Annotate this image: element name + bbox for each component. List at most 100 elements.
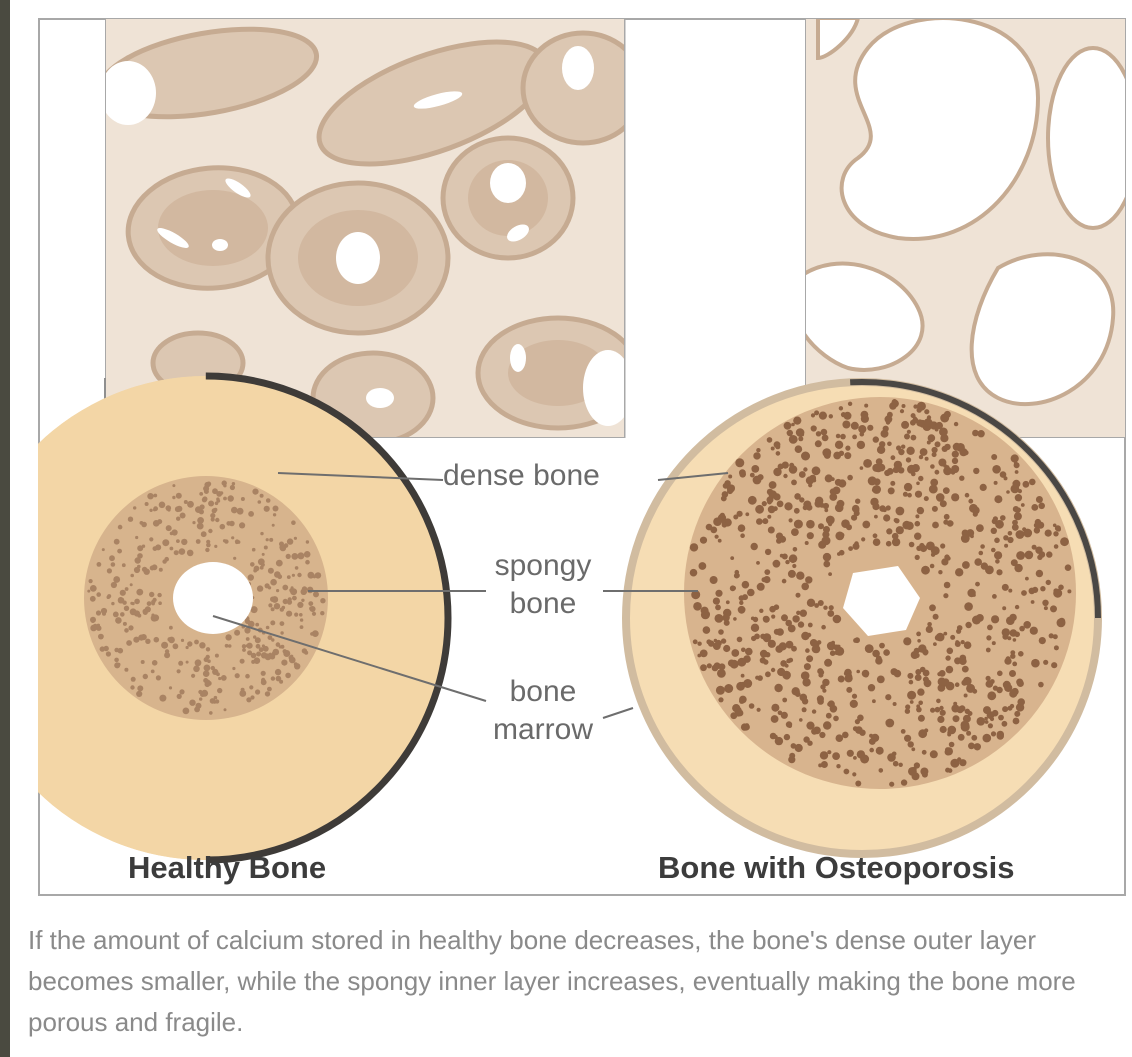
- pore: [827, 750, 831, 754]
- pore: [154, 637, 160, 643]
- pore: [279, 680, 283, 684]
- pore: [147, 601, 152, 606]
- pore: [292, 596, 297, 601]
- pore: [191, 674, 195, 678]
- pore: [756, 448, 760, 452]
- pore: [832, 752, 840, 760]
- pore: [820, 503, 825, 508]
- pore: [143, 609, 148, 614]
- pore: [911, 472, 916, 477]
- pore: [1016, 679, 1023, 686]
- pore: [211, 666, 215, 670]
- pore: [945, 655, 950, 660]
- pore: [206, 647, 210, 651]
- pore: [974, 558, 982, 566]
- pore: [162, 559, 166, 563]
- pore: [767, 496, 774, 503]
- pore: [228, 495, 234, 501]
- pore: [135, 536, 138, 539]
- pore: [1029, 479, 1036, 486]
- pore: [950, 635, 955, 640]
- pore: [799, 718, 803, 722]
- pore: [241, 688, 245, 692]
- pore: [807, 532, 814, 539]
- pore: [114, 658, 119, 663]
- pore: [753, 476, 762, 485]
- pore: [969, 504, 978, 513]
- pore: [276, 589, 279, 592]
- pore: [765, 549, 771, 555]
- pore: [995, 520, 1004, 529]
- pore: [1015, 470, 1019, 474]
- pore: [178, 661, 183, 666]
- pore: [818, 763, 822, 767]
- pore: [713, 517, 722, 526]
- pore: [824, 659, 832, 667]
- pore: [265, 583, 270, 588]
- pore: [111, 582, 117, 588]
- pore: [737, 658, 746, 667]
- pore: [992, 594, 997, 599]
- pore: [751, 543, 758, 550]
- pore: [172, 529, 178, 535]
- pore: [784, 673, 790, 679]
- pore: [304, 551, 311, 558]
- pore: [294, 537, 297, 540]
- pore: [818, 673, 823, 678]
- pore: [834, 645, 840, 651]
- pore: [716, 686, 725, 695]
- pore: [697, 642, 701, 646]
- pore: [169, 626, 173, 630]
- pore: [868, 684, 875, 691]
- pore: [141, 522, 147, 528]
- pore: [751, 624, 759, 632]
- pore: [728, 475, 732, 479]
- pore: [905, 704, 910, 709]
- pore: [221, 675, 227, 681]
- pore: [908, 767, 917, 776]
- pore: [992, 710, 999, 717]
- pore: [143, 674, 148, 679]
- pore: [707, 663, 712, 668]
- healthy-marrow-cavity: [173, 562, 253, 634]
- pore: [254, 566, 260, 572]
- pore: [916, 707, 922, 713]
- pore: [271, 596, 278, 603]
- pore: [834, 651, 838, 655]
- pore: [722, 520, 726, 524]
- pore: [803, 505, 808, 510]
- pore: [778, 711, 783, 716]
- pore: [1010, 654, 1015, 659]
- pore: [159, 695, 166, 702]
- pore: [861, 537, 865, 541]
- pore: [738, 606, 746, 614]
- pore: [955, 682, 960, 687]
- pore: [964, 602, 973, 611]
- bone-marrow-label-line2: marrow: [478, 712, 608, 748]
- pore: [235, 673, 240, 678]
- pore: [1039, 551, 1046, 558]
- pore: [812, 466, 821, 475]
- pore: [976, 524, 984, 532]
- pore: [300, 618, 303, 621]
- pore: [291, 586, 294, 589]
- pore: [993, 686, 998, 691]
- pore: [922, 772, 926, 776]
- pore: [852, 505, 860, 513]
- pore: [836, 764, 840, 768]
- pore: [996, 569, 1002, 575]
- pore: [826, 516, 835, 525]
- pore: [835, 532, 844, 541]
- pore: [145, 639, 150, 644]
- pore: [769, 481, 777, 489]
- pore: [751, 636, 756, 641]
- pore: [771, 447, 775, 451]
- pore: [751, 465, 759, 473]
- pore: [280, 621, 285, 626]
- pore: [1053, 524, 1057, 528]
- pore: [889, 782, 894, 787]
- pore: [124, 606, 129, 611]
- pore: [1002, 606, 1006, 610]
- pore: [690, 543, 698, 551]
- pore: [901, 445, 905, 449]
